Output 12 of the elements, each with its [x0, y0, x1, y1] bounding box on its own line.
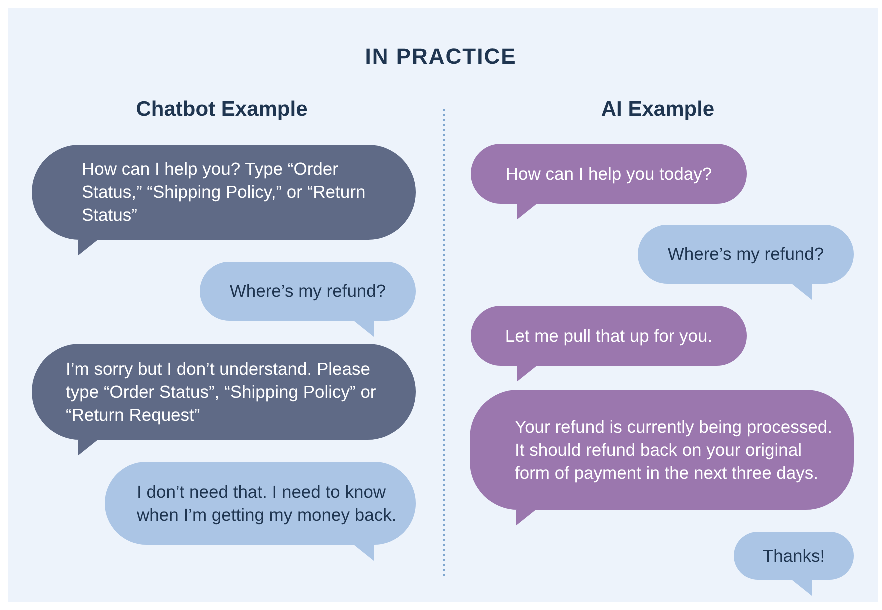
speech-bubble: Where’s my refund? — [200, 262, 416, 337]
speech-bubble: How can I help you? Type “Order Status,” “Shipping Policy,” or “Return Status” — [32, 145, 416, 256]
speech-bubble: I don’t need that. I need to know when I’m getting my money back. — [105, 462, 416, 561]
speech-bubble: Thanks! — [734, 532, 854, 596]
speech-bubble: I’m sorry but I don’t understand. Please type “Order Status”, “Shipping Policy” or “Return Request” — [32, 344, 416, 456]
speech-bubble: Let me pull that up for you. — [471, 306, 747, 382]
speech-bubble: Your refund is currently being processed. It should refund back on your original form of payment in the next three days. — [470, 390, 854, 526]
column-heading: Chatbot Example — [135, 98, 309, 122]
speech-bubble: How can I help you today? — [471, 144, 747, 220]
title: IN PRACTICE — [364, 44, 518, 70]
speech-bubble: Where’s my refund? — [638, 225, 854, 300]
column-heading: AI Example — [600, 98, 716, 122]
